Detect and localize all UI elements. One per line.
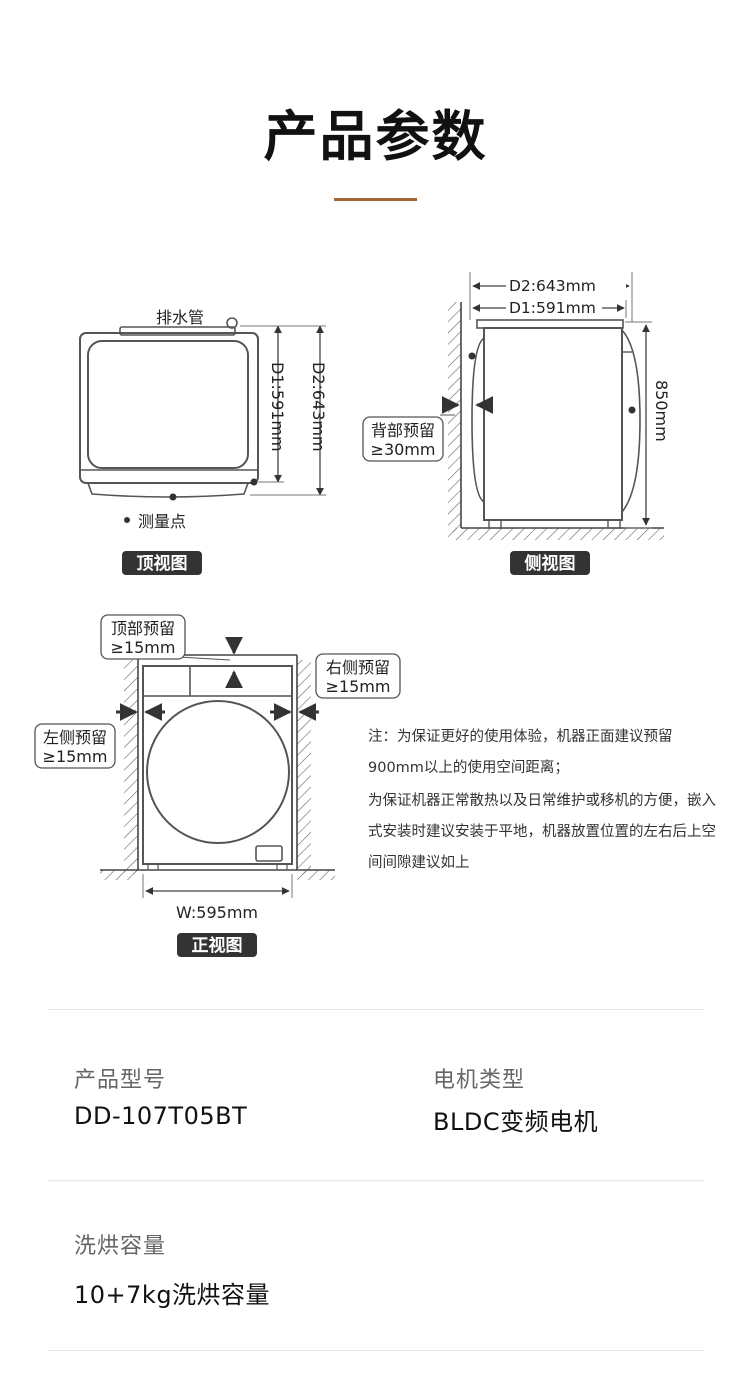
divider <box>47 1350 704 1351</box>
top-view-tag-label: 顶视图 <box>137 553 188 574</box>
measure-point-label: 测量点 <box>138 512 186 531</box>
back-clearance-title: 背部预留 <box>371 421 435 440</box>
side-height-label: 850mm <box>652 380 671 442</box>
right-clearance-title: 右侧预留 <box>326 658 390 677</box>
spec-motor-value: BLDC变频电机 <box>433 1108 599 1136</box>
front-width-label: W:595mm <box>176 903 258 922</box>
side-view-tag-label: 侧视图 <box>525 553 576 574</box>
front-view-tag-label: 正视图 <box>192 935 243 956</box>
top-view-panel <box>87 340 249 469</box>
top-clearance-value: ≥15mm <box>111 638 176 657</box>
top-view-lid-strip <box>119 326 236 336</box>
side-d2-label: D2:643mm <box>509 277 596 295</box>
dimension-diagrams: 排水管 D1:591mm D2:643mm 测量点 顶视图 D2:643mm D… <box>34 272 671 957</box>
top-view-base <box>86 482 250 498</box>
side-d1-label: D1:591mm <box>509 299 596 317</box>
right-clearance-value: ≥15mm <box>326 677 391 696</box>
right-clearance-callout <box>315 653 401 699</box>
spec-motor-label: 电机类型 <box>433 1068 526 1093</box>
spec-model-label: 产品型号 <box>74 1068 167 1093</box>
title-accent-rule <box>334 198 417 201</box>
drain-pipe <box>226 317 238 329</box>
side-top-plate <box>476 319 624 329</box>
measure-point-bullet <box>124 517 130 523</box>
side-body <box>483 327 623 521</box>
left-clearance-title: 左侧预留 <box>43 728 107 747</box>
divider <box>47 1009 704 1010</box>
top-view-tag <box>122 551 202 575</box>
side-door-profile <box>621 329 641 513</box>
drain-pipe-label: 排水管 <box>156 308 204 327</box>
note-installation: 为保证机器正常散热以及日常维护或移机的方便，嵌入式安装时建议安装于平地，机器放置… <box>368 793 716 871</box>
front-door-circle <box>146 700 290 844</box>
page-title: 产品参数 <box>263 105 488 168</box>
back-clearance-callout <box>362 416 444 462</box>
front-view-diagram: 顶部预留 ≥15mm 右侧预留 ≥15mm 左侧预留 ≥15mm W:595mm… <box>34 614 401 957</box>
side-view-diagram: D2:643mm D1:591mm 850mm 背部预留 ≥30mm 侧视图 <box>362 272 671 575</box>
top-clearance-title: 顶部预留 <box>111 619 175 638</box>
top-clearance-callout <box>100 614 186 660</box>
front-filter-cover <box>255 845 283 862</box>
front-view-tag <box>177 933 257 957</box>
top-view-body <box>79 332 259 484</box>
spec-capacity-value: 10+7kg洗烘容量 <box>74 1281 271 1309</box>
spec-model-value: DD-107T05BT <box>74 1102 248 1130</box>
spec-capacity-label: 洗烘容量 <box>74 1234 167 1259</box>
top-view-diagram: 排水管 D1:591mm D2:643mm 测量点 顶视图 <box>79 308 328 575</box>
left-clearance-value: ≥15mm <box>43 747 108 766</box>
top-d1-label: D1:591mm <box>268 362 287 452</box>
divider <box>47 1180 704 1181</box>
side-view-tag <box>510 551 590 575</box>
top-d2-label: D2:643mm <box>309 362 328 452</box>
front-body <box>142 665 293 865</box>
note-front-space: 注：为保证更好的使用体验，机器正面建议预留900mm以上的使用空间距离； <box>368 729 673 776</box>
measure-point-dot <box>250 478 258 486</box>
left-clearance-callout <box>34 723 116 769</box>
back-clearance-value: ≥30mm <box>371 440 436 459</box>
